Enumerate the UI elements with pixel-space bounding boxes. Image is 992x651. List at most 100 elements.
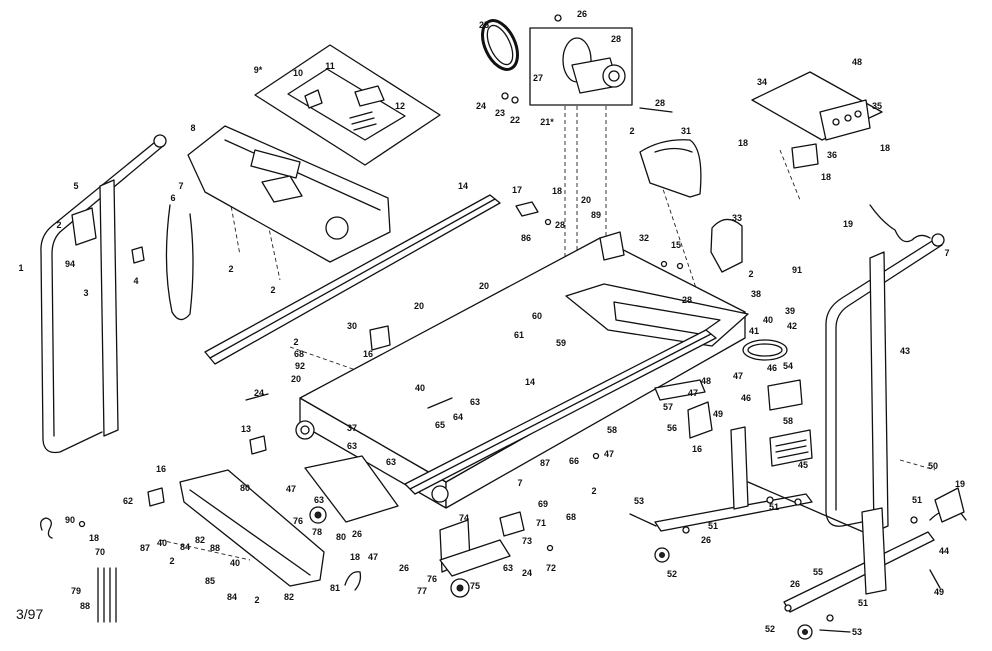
right-upright-post: [869, 251, 889, 533]
wire-harness-42: [742, 339, 788, 361]
part-callout: 47: [604, 449, 614, 459]
drive-belt-25-inner: [486, 24, 514, 66]
part-callout: 54: [783, 361, 793, 371]
overlay-part-12: [354, 85, 385, 107]
part-callout: 53: [852, 627, 862, 637]
part-callout: 16: [156, 464, 166, 474]
overlay-keypad: [349, 111, 377, 131]
part-callout: 63: [386, 457, 396, 467]
part-callout: 24: [476, 101, 486, 111]
bracket-56: [687, 401, 713, 439]
part-callout: 11: [325, 61, 335, 71]
left-base-ridge: [189, 489, 311, 576]
pulley-assembly-inset: [481, 19, 633, 106]
washer: [546, 544, 554, 552]
guide-line: [289, 346, 391, 383]
motor-hood-31: [639, 139, 702, 198]
part-callout: 1: [18, 263, 23, 273]
part-callout: 31: [681, 126, 691, 136]
bracket-17: [515, 201, 539, 217]
hook-81: [344, 571, 362, 591]
part-callout: 8: [190, 123, 195, 133]
part-callout: 68: [566, 512, 576, 522]
part-callout: 45: [798, 460, 808, 470]
bracket-71: [499, 511, 525, 537]
part-callout: 87: [140, 543, 150, 553]
part-callout: 19: [843, 219, 853, 229]
part-callout: 57: [663, 402, 673, 412]
part-callout: 27: [533, 73, 543, 83]
motor-tray: [515, 201, 749, 347]
bracket-5: [71, 207, 97, 246]
bracket-57: [654, 379, 706, 401]
left-base-frame: [147, 325, 391, 587]
part-callout: 18: [821, 172, 831, 182]
part-callout: 4: [133, 276, 138, 286]
part-callout: 51: [769, 502, 779, 512]
bolt-64: [427, 397, 453, 409]
bolt-24: [245, 393, 269, 401]
part-callout: 18: [89, 533, 99, 543]
part-callout: 68: [294, 349, 304, 359]
guide-line: [229, 199, 241, 256]
part-callout: 84: [227, 592, 237, 602]
bolt-28: [639, 107, 673, 113]
overlay-part-10: [304, 89, 323, 109]
console-ridge: [224, 139, 381, 211]
part-callout: 94: [65, 259, 75, 269]
part-callout: 76: [293, 516, 303, 526]
washer: [78, 520, 86, 528]
washer: [910, 516, 918, 524]
part-callout: 24: [254, 388, 264, 398]
motor-hoods: [639, 139, 743, 273]
part-callout: 28: [655, 98, 665, 108]
part-callout: 7: [178, 181, 183, 191]
washer: [501, 92, 509, 100]
part-callout: 9*: [254, 65, 263, 75]
motor-hood-31-ridge: [654, 147, 693, 153]
bracket-30: [369, 325, 391, 351]
part-callout: 23: [495, 108, 505, 118]
part-callout: 22: [510, 115, 520, 125]
part-callout: 30: [347, 321, 357, 331]
console-display-window: [250, 149, 301, 179]
part-callout: 18: [552, 186, 562, 196]
part-callout: 51: [708, 521, 718, 531]
washer: [554, 14, 562, 22]
pulse-cord-6: [165, 204, 194, 321]
part-callout: 70: [95, 547, 105, 557]
cable-bracket-19: [934, 487, 965, 523]
part-callout: 40: [157, 538, 167, 548]
part-callout: 43: [900, 346, 910, 356]
part-callout: 58: [607, 425, 617, 435]
part-callout: 14: [458, 181, 468, 191]
part-callout: 88: [80, 601, 90, 611]
part-callout: 40: [763, 315, 773, 325]
part-callout: 17: [512, 185, 522, 195]
part-callout: 7: [944, 248, 949, 258]
part-callout: 78: [312, 527, 322, 537]
part-callout: 26: [577, 9, 587, 19]
base-side-rail: [747, 481, 869, 535]
part-callout: 20: [414, 301, 424, 311]
part-callout: 81: [330, 583, 340, 593]
drive-belt-25: [481, 19, 519, 71]
hardware: [40, 14, 941, 633]
part-callout: 26: [701, 535, 711, 545]
base-cross-bar: [654, 493, 813, 532]
plate-45-grid: [775, 439, 809, 459]
part-callout: 59: [556, 338, 566, 348]
motor-hood-33: [710, 218, 743, 273]
wheels: [309, 506, 813, 640]
part-callout: 20: [479, 281, 489, 291]
washer: [794, 498, 802, 506]
rod-88: [109, 567, 117, 623]
revision-date: 3/97: [16, 606, 43, 622]
board-component: [844, 114, 852, 122]
part-callout: 63: [314, 495, 324, 505]
incline-assembly: [304, 339, 813, 577]
part-callout: 89: [591, 210, 601, 220]
part-callout: 2: [169, 556, 174, 566]
part-callout: 47: [733, 371, 743, 381]
